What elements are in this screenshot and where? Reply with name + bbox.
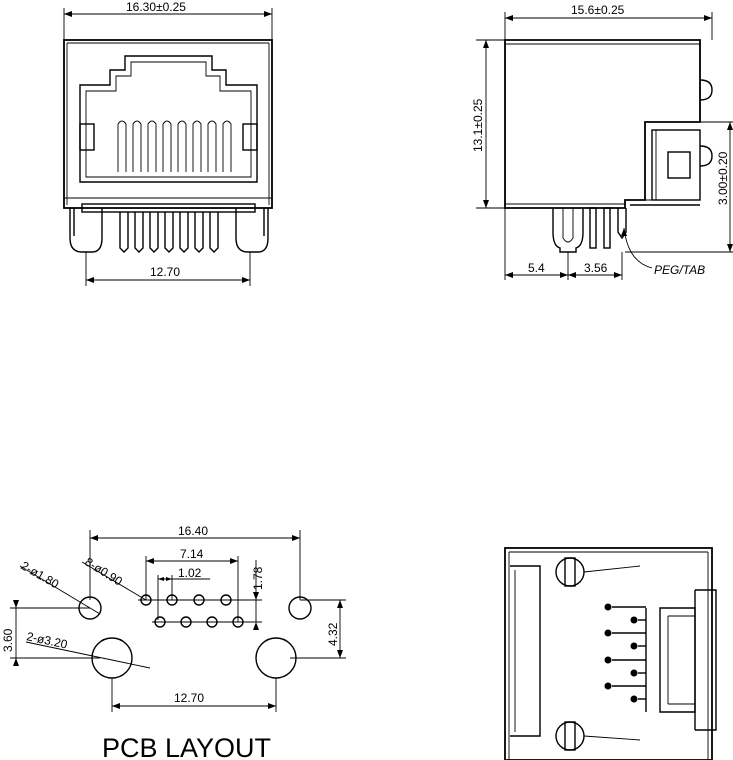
pcb-row-offset-dim: 1.78 bbox=[251, 566, 265, 590]
pcb-right-vertical-dim: 4.32 bbox=[326, 622, 340, 646]
bottom-pins bbox=[604, 603, 646, 703]
front-view: 16.30±0.25 bbox=[63, 0, 273, 286]
side-offset-dim-1: 5.4 bbox=[528, 261, 545, 275]
signal-holes bbox=[138, 594, 246, 628]
front-width-dim: 16.30±0.25 bbox=[126, 0, 186, 14]
peg-tab-label: PEG/TAB bbox=[654, 263, 705, 277]
side-body bbox=[504, 39, 701, 209]
pcb-peg-span-dim: 12.70 bbox=[174, 691, 204, 705]
pcb-layout: 16.40 7.14 1.02 1.78 bbox=[1, 524, 346, 760]
side-offset-dim-2: 3.56 bbox=[584, 261, 608, 275]
pcb-left-vertical-dim: 3.60 bbox=[1, 628, 15, 652]
pcb-peg-hole-dim: 2-ø3.20 bbox=[25, 629, 69, 651]
front-body bbox=[63, 39, 273, 209]
pcb-layout-title: PCB LAYOUT bbox=[102, 733, 271, 760]
side-view: 15.6±0.25 13.1±0.25 3.00±0.20 bbox=[471, 3, 733, 280]
side-depth-dim: 15.6±0.25 bbox=[571, 3, 625, 17]
front-pin-span-dim: 12.70 bbox=[150, 265, 180, 279]
left-peg bbox=[69, 208, 103, 253]
bottom-peg-bottom bbox=[555, 721, 585, 751]
pcb-signal-span-dim: 7.14 bbox=[180, 547, 204, 561]
side-height-dim: 13.1±0.25 bbox=[471, 98, 485, 152]
jack-opening bbox=[79, 55, 258, 183]
bottom-peg-top bbox=[555, 557, 585, 587]
pcb-mount-hole-dim: 2-ø1.80 bbox=[19, 558, 62, 591]
right-mount-hole bbox=[288, 596, 312, 620]
side-tab-height-dim: 3.00±0.20 bbox=[716, 151, 730, 205]
contact-fingers bbox=[117, 120, 232, 172]
pcb-overall-width-dim: 16.40 bbox=[178, 524, 208, 538]
bottom-body bbox=[504, 547, 713, 760]
bottom-view bbox=[504, 547, 717, 760]
front-pins bbox=[119, 212, 219, 253]
right-peg bbox=[235, 208, 269, 253]
pcb-pitch-dim: 1.02 bbox=[178, 566, 202, 580]
